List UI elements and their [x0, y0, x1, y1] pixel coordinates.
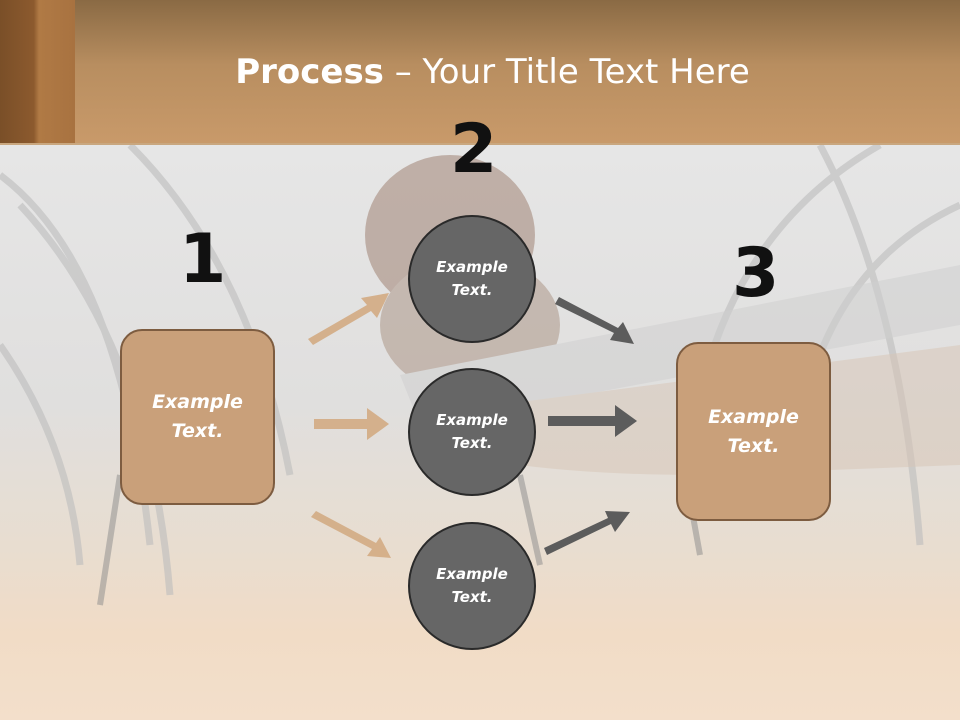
title-bold: Process	[235, 52, 384, 92]
circle-top-line2: Text.	[451, 281, 493, 299]
step-number-2: 2	[450, 110, 498, 189]
title-bar: Process – Your Title Text Here	[0, 0, 960, 145]
slide-title: Process – Your Title Text Here	[0, 52, 960, 92]
arrow-box-to-circle1	[308, 293, 389, 345]
step3-box-line2: Text.	[727, 434, 780, 457]
circle-middle-line2: Text.	[451, 434, 493, 452]
circle-middle-line1: Example	[436, 411, 508, 429]
step1-box-line1: Example	[152, 391, 243, 413]
arrow-box-to-circle2	[314, 408, 389, 440]
arrow-circle1-to-box	[555, 297, 634, 344]
circle-top-line1: Example	[436, 258, 508, 276]
step-number-1: 1	[179, 220, 227, 299]
arrow-circle2-to-box	[548, 405, 637, 437]
circle-bottom-line1: Example	[436, 565, 508, 583]
arrow-box-to-circle3	[311, 511, 391, 558]
step-number-3: 3	[732, 234, 780, 313]
circle-bottom-line2: Text.	[451, 588, 493, 606]
step1-box-line2: Text.	[171, 420, 224, 442]
step3-box-line1: Example	[708, 405, 799, 428]
title-rest: – Your Title Text Here	[383, 52, 750, 92]
title-bar-accent	[0, 0, 75, 145]
title-bar-divider	[0, 143, 960, 145]
arrow-circle3-to-box	[544, 511, 630, 555]
